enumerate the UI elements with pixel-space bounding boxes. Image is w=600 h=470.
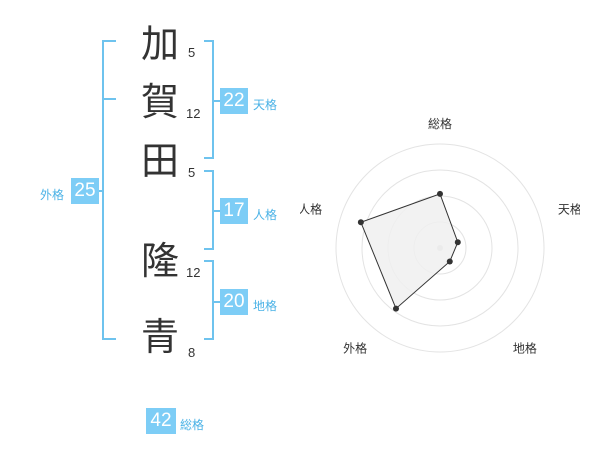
gaikaku-bracket-connector xyxy=(97,190,103,192)
radar-point-3 xyxy=(446,258,453,265)
radar-point-1 xyxy=(437,190,443,197)
radar-axis-label-1: 総格 xyxy=(428,116,452,131)
stroke-count-1: 5 xyxy=(188,45,196,60)
stroke-count-5: 8 xyxy=(188,345,196,360)
radar-ring-3 xyxy=(361,169,519,327)
chikaku-value: 20 xyxy=(220,289,248,315)
stroke-count-2: 12 xyxy=(186,106,201,121)
chikaku-bracket-connector xyxy=(213,301,221,303)
soukaku-label: 総格 xyxy=(180,418,205,432)
tenkaku-bracket-connector xyxy=(213,100,221,102)
stroke-count-4: 12 xyxy=(186,265,201,280)
radar-axis-label-3: 地格 xyxy=(513,340,537,355)
radar-point-4 xyxy=(392,305,399,312)
tenkaku-value: 22 xyxy=(220,88,248,114)
tenkaku-label: 天格 xyxy=(253,98,278,112)
radar-series-polygon xyxy=(360,193,459,310)
gaikaku-value: 25 xyxy=(71,178,99,204)
name-char-4: 隆 xyxy=(141,239,180,283)
tenkaku-bracket xyxy=(204,40,214,159)
name-char-1: 加 xyxy=(141,22,180,66)
chikaku-label: 地格 xyxy=(253,299,278,313)
radar-axis-label-4: 外格 xyxy=(343,340,367,355)
radar-point-2 xyxy=(454,239,461,246)
gaikaku-bracket-tick xyxy=(102,98,116,100)
radar-point-5 xyxy=(357,219,364,226)
name-char-3: 田 xyxy=(141,139,180,183)
radar-ring-4 xyxy=(335,143,545,353)
radar-axis-label-2: 天格 xyxy=(558,202,580,217)
stroke-count-3: 5 xyxy=(188,165,196,180)
gaikaku-label: 外格 xyxy=(40,188,65,202)
gaikaku-bracket xyxy=(102,40,116,340)
soukaku-value: 42 xyxy=(146,408,176,434)
jinkaku-value: 17 xyxy=(220,198,248,224)
name-char-5: 青 xyxy=(141,315,180,359)
jinkaku-label: 人格 xyxy=(253,208,278,222)
radar-axis-label-5: 人格 xyxy=(300,202,322,217)
chikaku-bracket xyxy=(204,260,214,340)
jinkaku-bracket-connector xyxy=(213,210,221,212)
name-char-2: 賀 xyxy=(141,80,180,124)
